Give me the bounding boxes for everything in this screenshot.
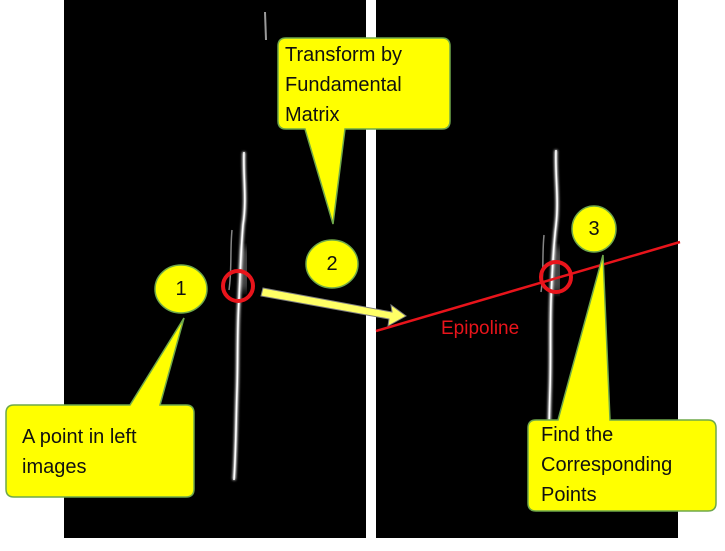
marker-3-circle (571, 205, 617, 253)
epipoline (375, 240, 681, 333)
marker-1-circle (154, 264, 208, 314)
marker-3-label: 3 (588, 218, 600, 240)
callout-left-point-text: A point in left images (22, 422, 192, 482)
marker-2-circle (305, 239, 359, 289)
callout-find-points-line: Find the (541, 424, 614, 446)
left-point-marker (221, 269, 255, 303)
marker-1-label: 1 (175, 278, 187, 300)
callout-transform-text: Transform by Fundamental Matrix (285, 40, 447, 130)
callout-left-point-line: images (22, 456, 87, 478)
callout-find-points (527, 254, 717, 512)
transform-arrow (260, 287, 407, 327)
epipoline-label: Epipoline (441, 318, 520, 339)
callout-left-point (5, 317, 195, 498)
panel-divider (366, 0, 376, 546)
callout-transform-line: Matrix (285, 104, 340, 126)
callout-find-points-text: Find the Corresponding Points (541, 420, 713, 510)
callout-transform (277, 37, 451, 225)
right-point-marker (539, 260, 573, 294)
callout-transform-line: Transform by (285, 44, 403, 66)
callout-find-points-line: Corresponding (541, 454, 673, 476)
callout-find-points-line: Points (541, 484, 597, 506)
callout-transform-line: Fundamental (285, 74, 402, 96)
callout-left-point-line: A point in left (22, 426, 137, 448)
marker-2-label: 2 (326, 253, 338, 275)
